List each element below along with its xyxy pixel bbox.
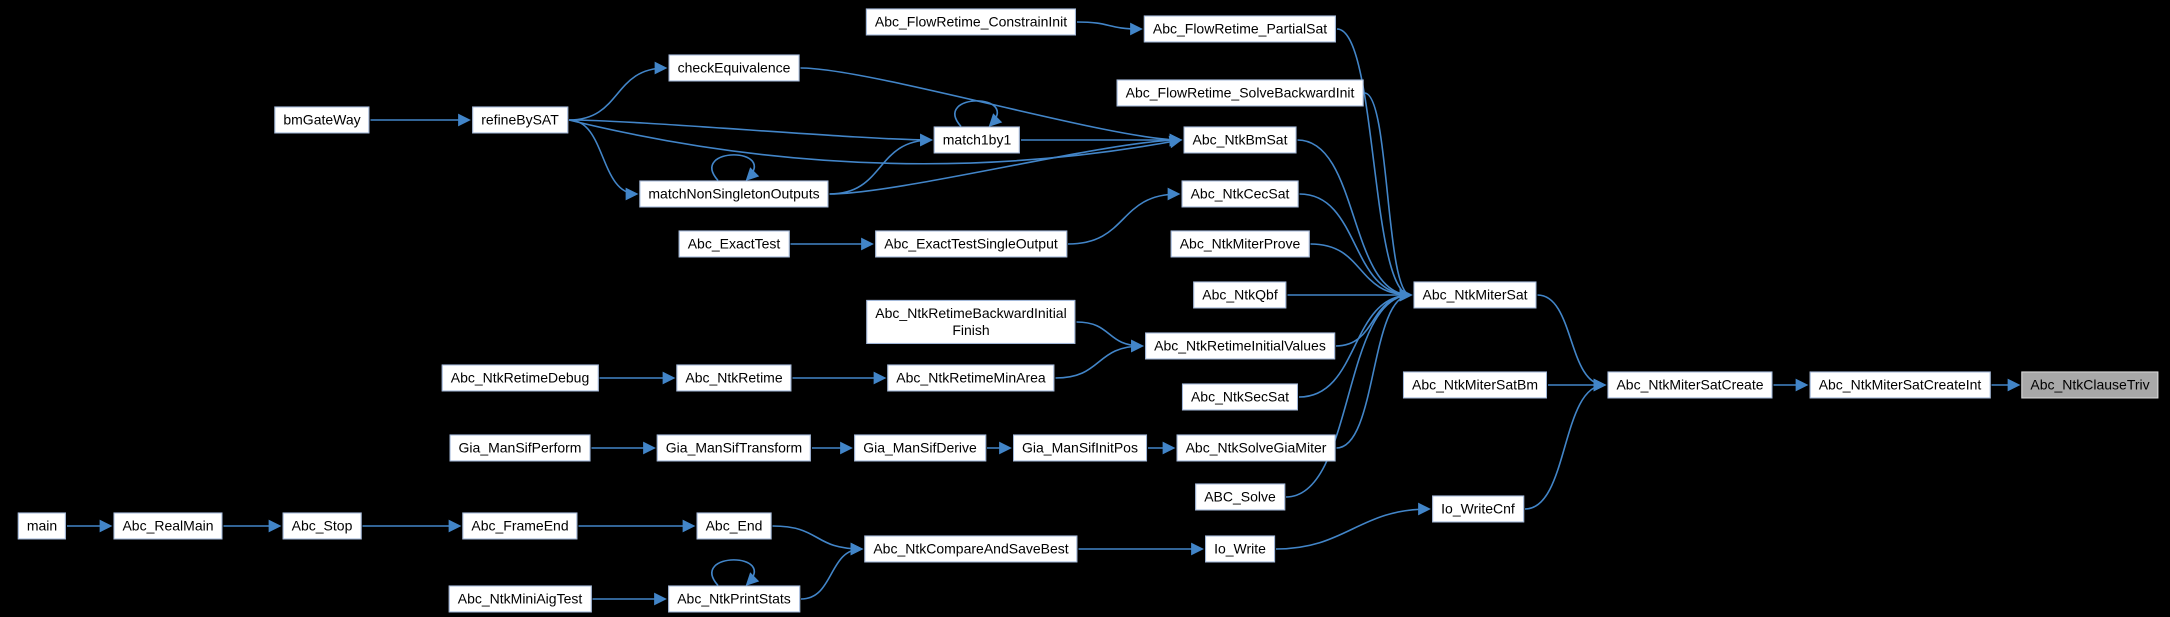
graph-node-check-equivalence[interactable]: checkEquivalence bbox=[668, 54, 800, 82]
graph-node-ntk-qbf[interactable]: Abc_NtkQbf bbox=[1193, 281, 1287, 309]
edge-refine-by-sat--match-non-singleton-outputs bbox=[568, 119, 639, 201]
graph-node-sif-transform[interactable]: Gia_ManSifTransform bbox=[656, 434, 812, 462]
edge-ntk-cec-sat--ntk-miter-sat bbox=[1299, 193, 1413, 302]
edge-refine-by-sat--ntk-bm-sat bbox=[568, 119, 1183, 165]
graph-node-miter-sat-bm[interactable]: Abc_NtkMiterSatBm bbox=[1402, 371, 1548, 399]
graph-node-retime-debug[interactable]: Abc_NtkRetimeDebug bbox=[441, 364, 599, 392]
graph-node-ntk-miter-sat[interactable]: Abc_NtkMiterSat bbox=[1413, 281, 1537, 309]
edge-match1by1--match1by1 bbox=[954, 100, 1003, 128]
edge-ntk-miter-prove--ntk-miter-sat bbox=[1310, 243, 1413, 302]
edge-ntk-bm-sat--ntk-miter-sat bbox=[1297, 139, 1413, 302]
graph-node-retime-backward-initial-finish[interactable]: Abc_NtkRetimeBackwardInitial Finish bbox=[866, 299, 1076, 345]
graph-node-main[interactable]: main bbox=[17, 512, 67, 540]
graph-node-ntk-clause-triv: Abc_NtkClauseTriv bbox=[2021, 371, 2159, 399]
edge-flow-constrain-init--flow-partial-sat bbox=[1076, 21, 1143, 36]
edge-ntk-miter-sat--miter-sat-create bbox=[1537, 294, 1607, 392]
graph-node-ntk-miter-prove[interactable]: Abc_NtkMiterProve bbox=[1170, 230, 1310, 258]
graph-node-sif-init-pos[interactable]: Gia_ManSifInitPos bbox=[1013, 434, 1147, 462]
graph-node-refine-by-sat[interactable]: refineBySAT bbox=[472, 106, 568, 134]
graph-node-exact-test[interactable]: Abc_ExactTest bbox=[678, 230, 790, 258]
graph-node-compare-and-save-best[interactable]: Abc_NtkCompareAndSaveBest bbox=[864, 535, 1078, 563]
graph-node-abc-real-main[interactable]: Abc_RealMain bbox=[113, 512, 223, 540]
edge-exact-test-single-output--ntk-cec-sat bbox=[1067, 187, 1181, 245]
edge-abc-solve--ntk-miter-sat bbox=[1285, 288, 1413, 498]
edge-ntk-print-stats--compare-and-save-best bbox=[800, 542, 864, 600]
graph-node-sif-derive[interactable]: Gia_ManSifDerive bbox=[854, 434, 986, 462]
graph-node-abc-end[interactable]: Abc_End bbox=[696, 512, 772, 540]
graph-node-exact-test-single-output[interactable]: Abc_ExactTestSingleOutput bbox=[875, 230, 1067, 258]
edge-flow-solve-backward-init--ntk-miter-sat bbox=[1364, 92, 1413, 302]
graph-node-solve-gia-miter[interactable]: Abc_NtkSolveGiaMiter bbox=[1176, 434, 1336, 462]
edge-ntk-sec-sat--ntk-miter-sat bbox=[1298, 288, 1413, 398]
graph-node-match1by1[interactable]: match1by1 bbox=[933, 126, 1021, 154]
edge-match-non-singleton-outputs--ntk-bm-sat bbox=[829, 133, 1183, 195]
edge-match-non-singleton-outputs--match-non-singleton-outputs bbox=[711, 154, 760, 182]
edge-refine-by-sat--match1by1 bbox=[568, 119, 933, 147]
edge-retime-backward-initial-finish--retime-initial-values bbox=[1076, 321, 1144, 353]
graph-node-abc-solve[interactable]: ABC_Solve bbox=[1195, 483, 1285, 511]
edge-abc-end--compare-and-save-best bbox=[772, 525, 864, 556]
graph-node-ntk-retime[interactable]: Abc_NtkRetime bbox=[676, 364, 792, 392]
graph-node-sif-perform[interactable]: Gia_ManSifPerform bbox=[449, 434, 591, 462]
edge-solve-gia-miter--ntk-miter-sat bbox=[1336, 288, 1413, 449]
graph-node-bm-gateway[interactable]: bmGateWay bbox=[274, 106, 370, 134]
edge-match-non-singleton-outputs--match1by1 bbox=[829, 133, 933, 195]
graph-node-abc-frame-end[interactable]: Abc_FrameEnd bbox=[462, 512, 578, 540]
graph-node-ntk-sec-sat[interactable]: Abc_NtkSecSat bbox=[1181, 383, 1299, 411]
graph-node-retime-min-area[interactable]: Abc_NtkRetimeMinArea bbox=[887, 364, 1055, 392]
graph-node-flow-partial-sat[interactable]: Abc_FlowRetime_PartialSat bbox=[1143, 15, 1337, 43]
graph-node-mini-aig-test[interactable]: Abc_NtkMiniAigTest bbox=[448, 585, 592, 613]
graph-node-abc-stop[interactable]: Abc_Stop bbox=[282, 512, 362, 540]
edge-ntk-print-stats--ntk-print-stats bbox=[711, 559, 760, 587]
graph-node-io-write-cnf[interactable]: Io_WriteCnf bbox=[1432, 495, 1524, 523]
graph-node-io-write[interactable]: Io_Write bbox=[1205, 535, 1275, 563]
graph-node-ntk-cec-sat[interactable]: Abc_NtkCecSat bbox=[1181, 180, 1299, 208]
graph-node-miter-sat-create-int[interactable]: Abc_NtkMiterSatCreateInt bbox=[1809, 371, 1991, 399]
graph-node-match-non-singleton-outputs[interactable]: matchNonSingletonOutputs bbox=[639, 180, 829, 208]
graph-node-miter-sat-create[interactable]: Abc_NtkMiterSatCreate bbox=[1607, 371, 1773, 399]
edge-refine-by-sat--check-equivalence bbox=[568, 61, 668, 121]
graph-node-ntk-print-stats[interactable]: Abc_NtkPrintStats bbox=[668, 585, 800, 613]
graph-node-flow-solve-backward-init[interactable]: Abc_FlowRetime_SolveBackwardInit bbox=[1116, 79, 1364, 107]
graph-node-retime-initial-values[interactable]: Abc_NtkRetimeInitialValues bbox=[1145, 332, 1335, 360]
edge-retime-min-area--retime-initial-values bbox=[1055, 339, 1144, 379]
edge-retime-initial-values--ntk-miter-sat bbox=[1335, 288, 1413, 347]
edge-io-write-cnf--miter-sat-create bbox=[1524, 378, 1607, 510]
edge-io-write--io-write-cnf bbox=[1275, 502, 1431, 550]
graph-node-flow-constrain-init[interactable]: Abc_FlowRetime_ConstrainInit bbox=[865, 8, 1077, 36]
edge-flow-partial-sat--ntk-miter-sat bbox=[1336, 28, 1413, 302]
graph-node-ntk-bm-sat[interactable]: Abc_NtkBmSat bbox=[1183, 126, 1297, 154]
